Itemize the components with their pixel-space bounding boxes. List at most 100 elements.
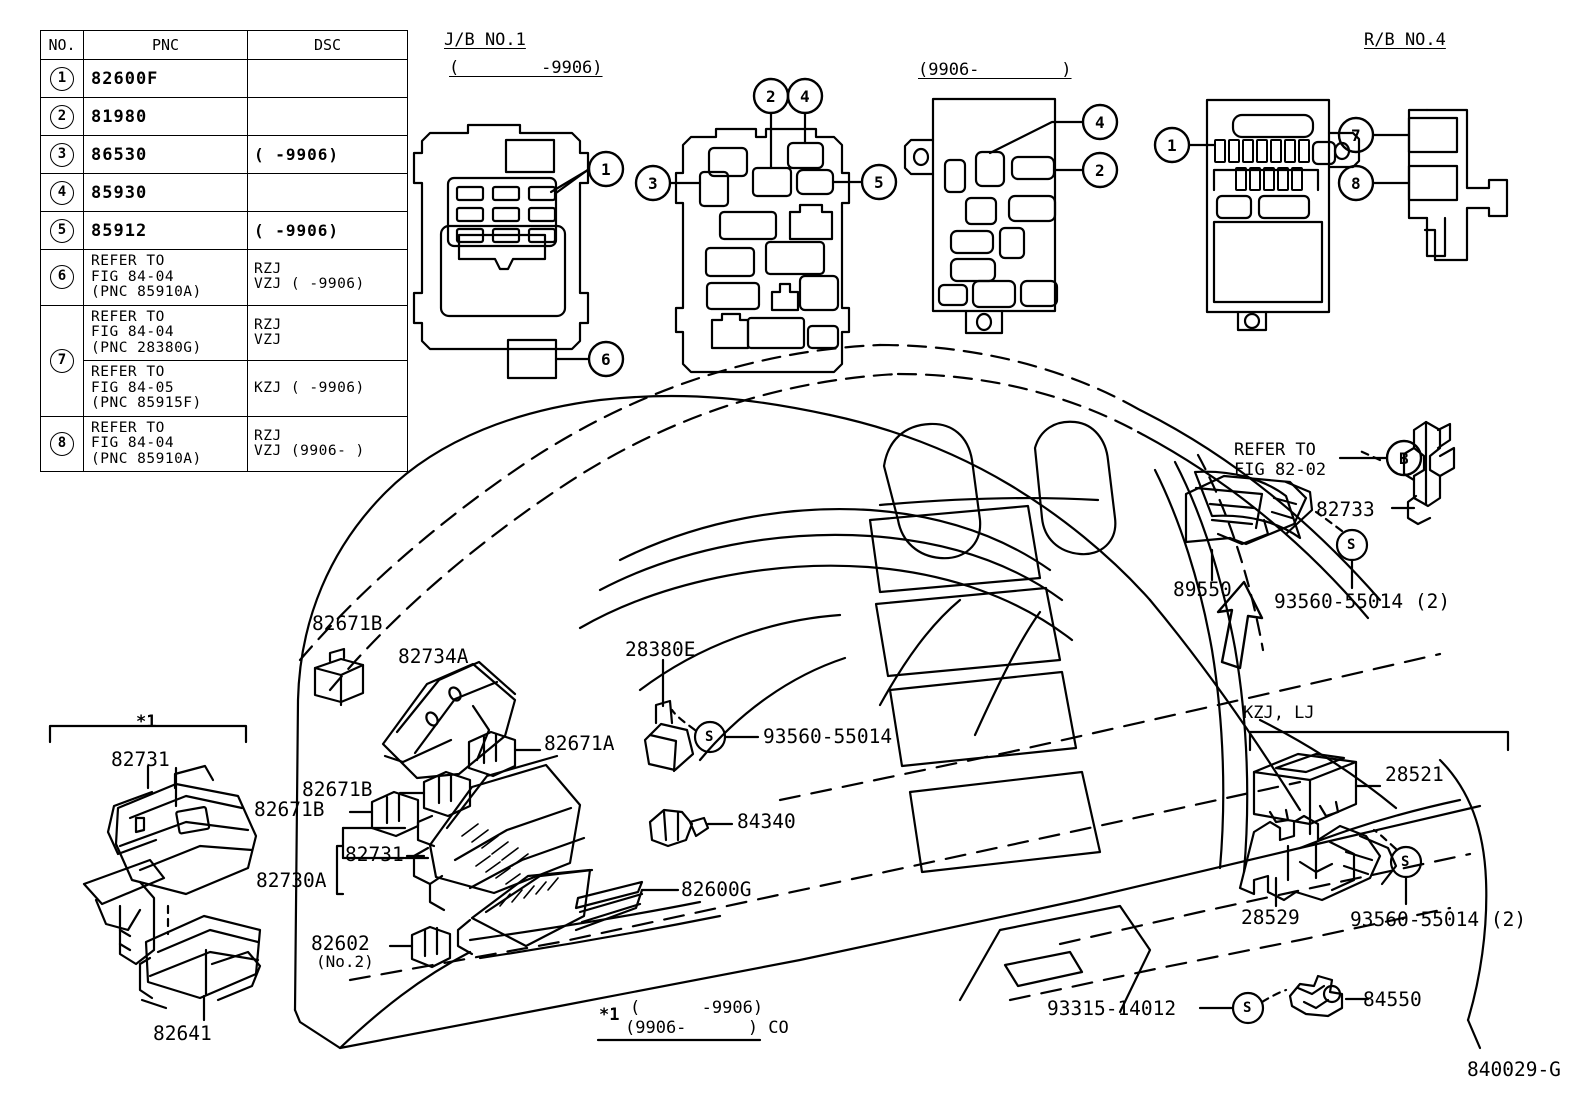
label-82602-sub: (No.2) <box>316 952 374 971</box>
dsc-value: ( -9906) <box>254 221 340 240</box>
label-82731-inset: 82731 <box>111 748 170 771</box>
table-row: REFER TO FIG 84-05 (PNC 85915F) KZJ ( -9… <box>41 360 408 417</box>
pnc-value: 85930 <box>91 182 148 203</box>
dsc-value: RZJ VZJ <box>254 316 282 348</box>
label-89550: 89550 <box>1173 578 1232 601</box>
row-dsc-cell: RZJ VZJ (9906- ) <box>247 415 408 472</box>
callout-jb2-top-b: 4 <box>800 87 810 106</box>
label-82602: 82602 <box>311 932 370 955</box>
row-dsc-cell: RZJ VZJ ( -9906) <box>247 249 408 306</box>
pnc-value: REFER TO FIG 84-04 (PNC 85910A) <box>91 419 202 467</box>
footnote-star: *1 <box>599 1005 620 1025</box>
table-row: 7 REFER TO FIG 84-04 (PNC 28380G) RZJ VZ… <box>40 304 408 417</box>
footnote-line2: (9906- ) CO <box>625 1018 789 1038</box>
row-pnc-cell: 86530 <box>83 135 248 174</box>
table-row: 6 REFER TO FIG 84-04 (PNC 85910A) RZJ VZ… <box>40 249 408 306</box>
callout-jb3-mid: 2 <box>1095 161 1105 180</box>
label-93560-center: 93560-55014 <box>763 725 893 748</box>
row-no-cell: 4 <box>40 173 84 212</box>
label-inset-star: *1 <box>136 712 157 732</box>
row-pnc-cell: REFER TO FIG 84-04 (PNC 85910A) <box>83 415 248 472</box>
label-refer-fig8202-line1: REFER TO <box>1234 440 1316 460</box>
callout-jb1-relay: 6 <box>601 350 611 369</box>
section-title-jb-9906: (9906- ) <box>918 60 1072 80</box>
label-82641: 82641 <box>153 1022 212 1045</box>
row-pnc-cell: 82600F <box>83 59 248 98</box>
callout-jb2-top-a: 2 <box>766 87 776 106</box>
callout-rb4-block: 1 <box>1167 136 1177 155</box>
label-82671b-mid: 82671B <box>302 778 373 801</box>
pnc-value: REFER TO FIG 84-04 (PNC 85910A) <box>91 253 202 300</box>
label-group-kzj: KZJ, LJ <box>1243 703 1315 723</box>
table-row: 3 86530 ( -9906) <box>40 135 408 174</box>
row-dsc-cell <box>247 173 408 212</box>
dsc-value: KZJ ( -9906) <box>254 379 365 396</box>
label-93315: 93315-14012 <box>1047 997 1177 1020</box>
footnote-line1: ( -9906) <box>630 998 764 1018</box>
label-82671b-low: 82671B <box>254 798 325 821</box>
callout-bolt-bottom: S <box>1243 1000 1252 1016</box>
row-no-cell: 6 <box>40 249 84 306</box>
section-title-jb-no1: J/B NO.1 <box>444 30 526 50</box>
pnc-value: 86530 <box>91 144 148 165</box>
callout-jb2-right: 5 <box>874 173 884 192</box>
callout-circle: 6 <box>50 265 74 290</box>
label-84340: 84340 <box>737 810 796 833</box>
label-82600g: 82600G <box>681 878 752 901</box>
label-82734a: 82734A <box>398 645 469 668</box>
parts-table: NO. PNC DSC 1 82600F 2 81980 3 86530 ( -… <box>40 30 408 472</box>
callout-bolt-center: S <box>705 729 714 745</box>
row-no-cell: 7 <box>40 304 84 417</box>
table-row: 2 81980 <box>40 97 408 136</box>
label-82671a: 82671A <box>544 732 615 755</box>
row-pnc-cell: 85912 <box>83 211 248 250</box>
col-header-dsc: DSC <box>247 30 408 60</box>
table-header-row: NO. PNC DSC <box>40 30 408 60</box>
label-82671b-top: 82671B <box>312 612 383 635</box>
pnc-value: 81980 <box>91 106 148 127</box>
table-row: 8 REFER TO FIG 84-04 (PNC 85910A) RZJ VZ… <box>40 415 408 472</box>
row-no-cell: 2 <box>40 97 84 136</box>
pnc-value: REFER TO FIG 84-04 (PNC 28380G) <box>91 308 202 356</box>
table-row: 4 85930 <box>40 173 408 212</box>
callout-rb4-lower: 8 <box>1351 174 1361 193</box>
label-28521: 28521 <box>1385 763 1444 786</box>
label-82733: 82733 <box>1316 498 1375 521</box>
label-84550: 84550 <box>1363 988 1422 1011</box>
callout-circle: 8 <box>50 431 74 456</box>
label-refer-fig8202-line2: FIG 82-02 <box>1234 460 1327 480</box>
callout-refer-fig8202: B <box>1399 449 1409 468</box>
row-no-cell: 3 <box>40 135 84 174</box>
label-28529: 28529 <box>1241 906 1300 929</box>
row-dsc-cell <box>247 97 408 136</box>
col-header-no: NO. <box>40 30 84 60</box>
dsc-value: RZJ VZJ (9906- ) <box>254 427 365 459</box>
label-82731-mid: 82731 <box>345 843 404 866</box>
row-pnc-cell: 85930 <box>83 173 248 212</box>
callout-circle: 3 <box>50 142 74 167</box>
row-no-cell: 5 <box>40 211 84 250</box>
row-pnc-cell: REFER TO FIG 84-04 (PNC 28380G) <box>83 304 248 361</box>
callout-circle: 1 <box>50 66 74 91</box>
row-no-cell: 8 <box>40 415 84 472</box>
section-title-rb-no4: R/B NO.4 <box>1364 30 1446 50</box>
callout-circle: 5 <box>50 218 74 243</box>
row-pnc-cell: REFER TO FIG 84-05 (PNC 85915F) <box>83 360 248 417</box>
label-28380e: 28380E <box>625 638 696 661</box>
dsc-value: ( -9906) <box>254 145 340 164</box>
callout-circle: 4 <box>50 180 74 205</box>
row-pnc-cell: 81980 <box>83 97 248 136</box>
callout-circle: 7 <box>50 348 74 373</box>
pnc-value: REFER TO FIG 84-05 (PNC 85915F) <box>91 364 202 411</box>
row-dsc-cell: ( -9906) <box>247 211 408 250</box>
table-row: 1 82600F <box>40 59 408 98</box>
callout-bolt-right: S <box>1347 537 1356 553</box>
row-no-cell: 1 <box>40 59 84 98</box>
row-dsc-cell: KZJ ( -9906) <box>247 360 408 417</box>
callout-jb1-fuse: 1 <box>601 160 611 179</box>
row-dsc-cell <box>247 59 408 98</box>
pnc-value: 85912 <box>91 220 148 241</box>
row-pnc-cell: REFER TO FIG 84-04 (PNC 85910A) <box>83 249 248 306</box>
